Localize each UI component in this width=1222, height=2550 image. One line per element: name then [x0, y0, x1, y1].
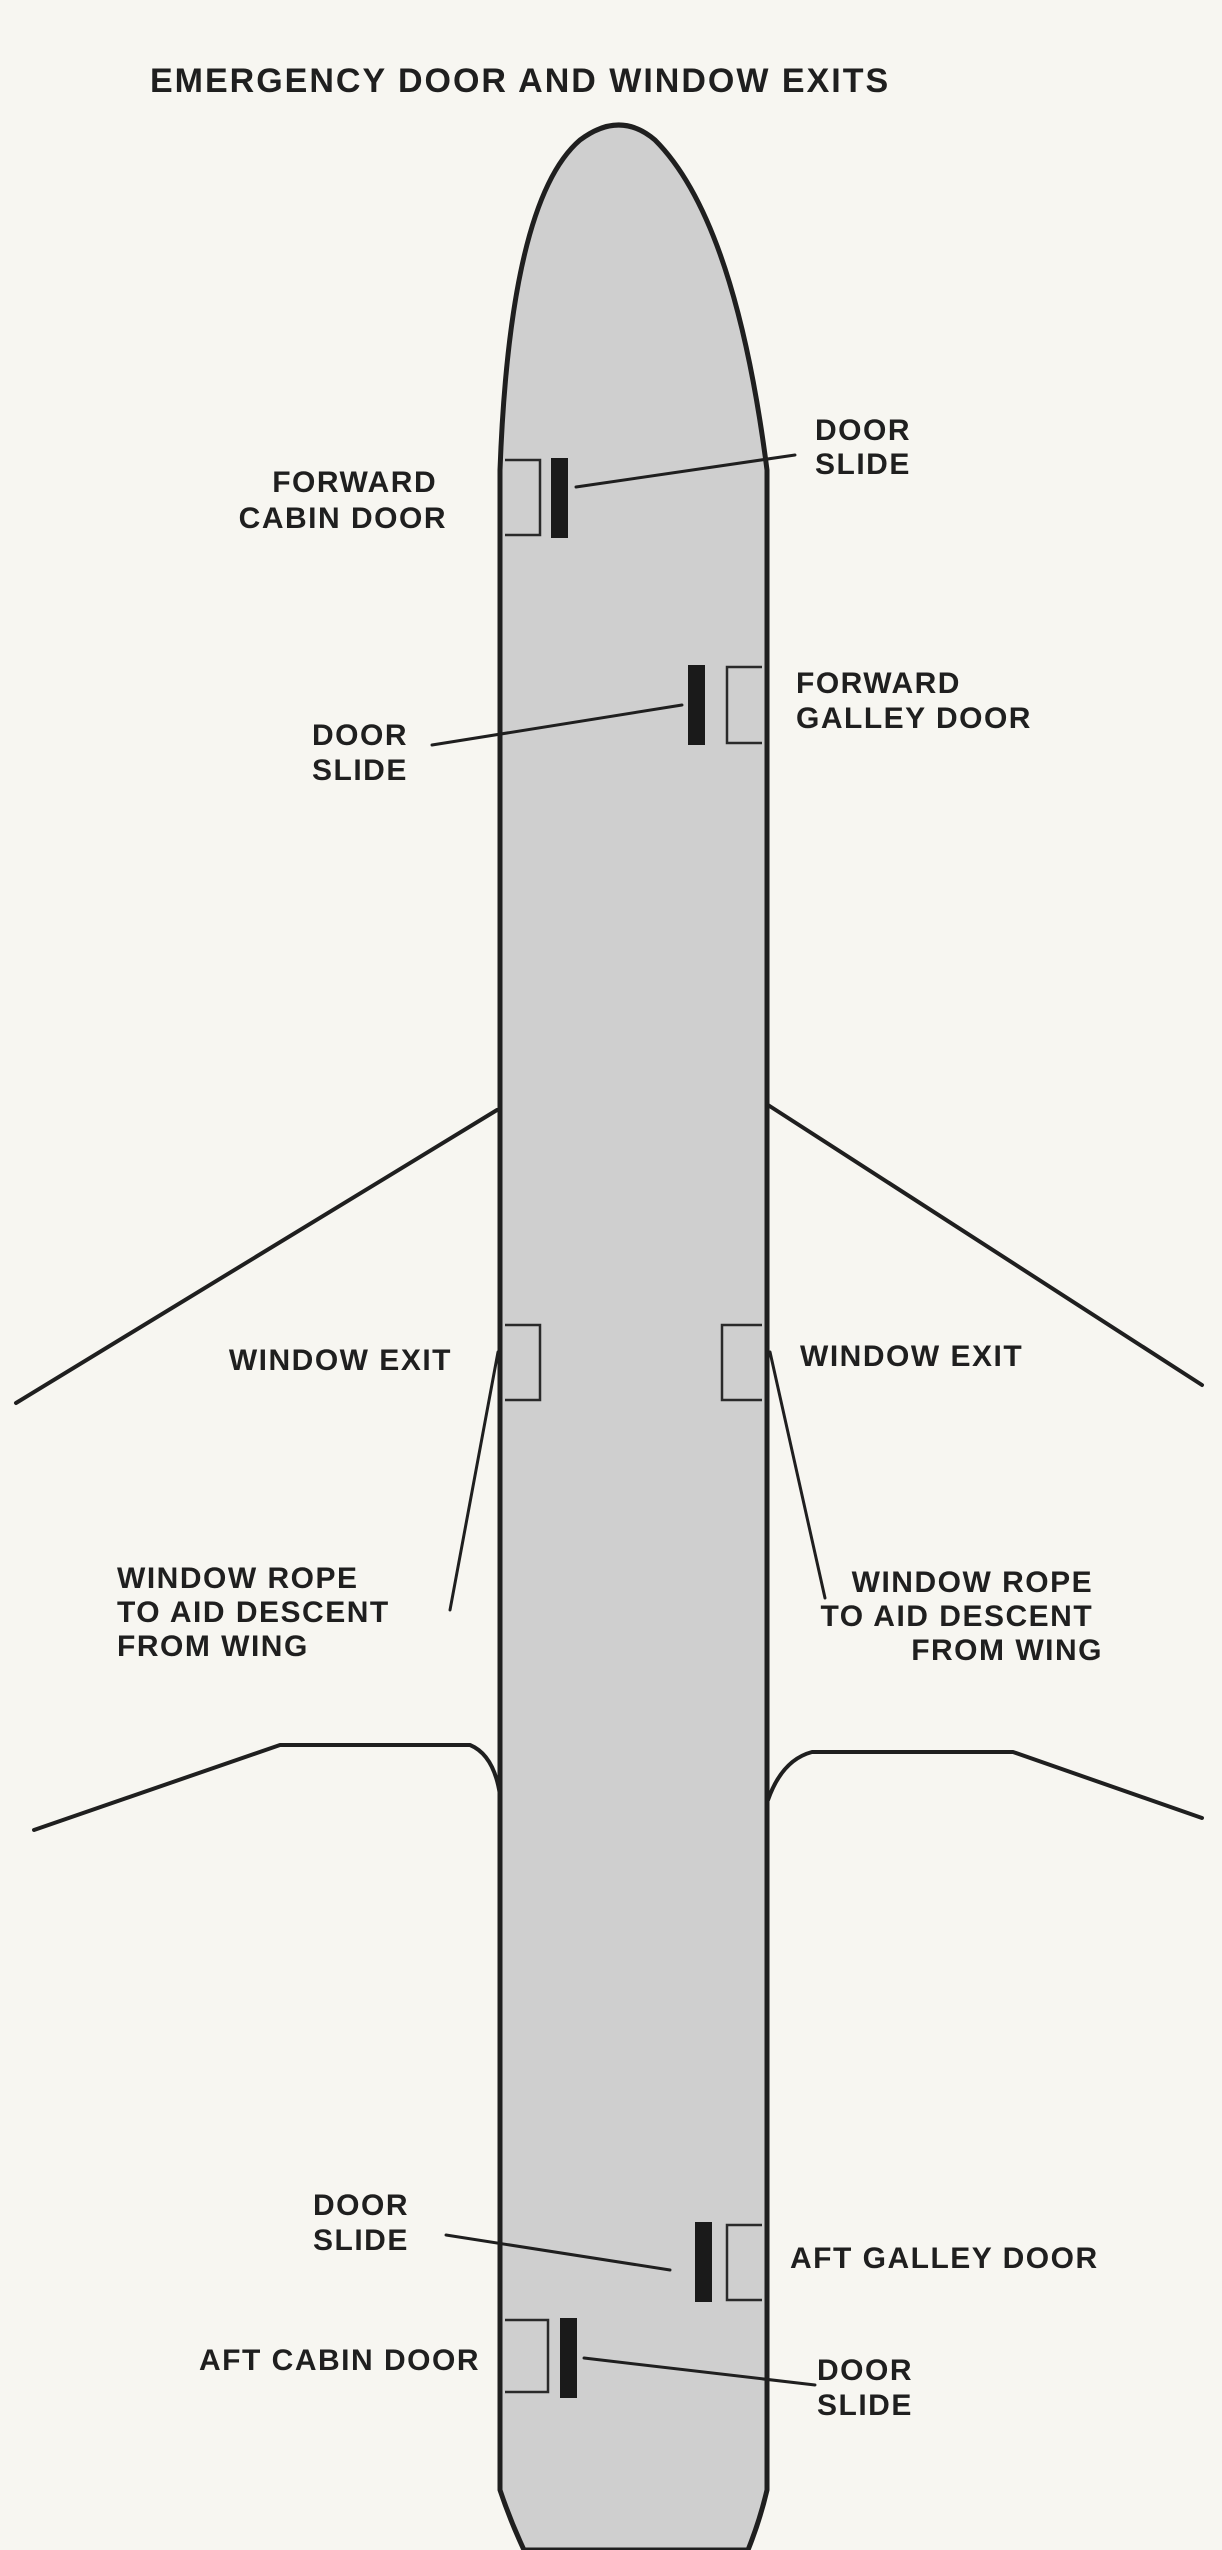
forward-galley-door-label: FORWARD GALLEY DOOR — [796, 667, 1032, 735]
window-exit-label-left: WINDOW EXIT — [229, 1344, 452, 1377]
page-title: EMERGENCY DOOR AND WINDOW EXITS — [150, 62, 890, 100]
door-slide-label-forward-left: DOOR SLIDE — [312, 719, 418, 787]
window-exit-label-right: WINDOW EXIT — [800, 1340, 1023, 1373]
door-slide-label-aft-upper: DOOR SLIDE — [313, 2189, 419, 2257]
window-rope-label-left: WINDOW ROPE TO AID DESCENT FROM WING — [117, 1562, 400, 1663]
forward-cabin-door — [505, 458, 542, 537]
forward-cabin-door-label: FORWARD CABIN DOOR — [239, 466, 447, 535]
aft-galley-door-label: AFT GALLEY DOOR — [790, 2242, 1099, 2275]
door-slide-label-forward-right: DOOR SLIDE — [815, 414, 921, 481]
aft-cabin-door-slide — [560, 2318, 577, 2398]
right-front-wing — [766, 1103, 1204, 1387]
forward-cabin-door-slide — [551, 458, 568, 538]
left-tail-wing — [32, 1743, 502, 1832]
right-window-exit — [720, 1323, 762, 1402]
door-slide-label-aft-lower: DOOR SLIDE — [817, 2354, 923, 2422]
leader-door-slide-forward-right — [574, 453, 797, 489]
leader-door-slide-aft-upper — [444, 2233, 672, 2272]
leader-window-rope-right — [768, 1350, 827, 1600]
forward-galley-door — [725, 665, 762, 745]
left-front-wing — [14, 1108, 499, 1405]
leader-door-slide-forward-left — [430, 703, 684, 747]
aft-cabin-door-label: AFT CABIN DOOR — [199, 2344, 480, 2377]
forward-galley-door-slide — [688, 665, 705, 745]
aft-galley-door-slide — [695, 2222, 712, 2302]
right-tail-wing — [766, 1750, 1204, 1820]
aft-galley-door — [725, 2223, 762, 2302]
aft-cabin-door — [505, 2318, 550, 2394]
window-rope-label-right: WINDOW ROPE TO AID DESCENT FROM WING — [820, 1566, 1103, 1667]
leader-door-slide-aft-lower — [582, 2356, 817, 2387]
leader-window-rope-left — [448, 1350, 500, 1612]
left-window-exit — [505, 1323, 542, 1402]
